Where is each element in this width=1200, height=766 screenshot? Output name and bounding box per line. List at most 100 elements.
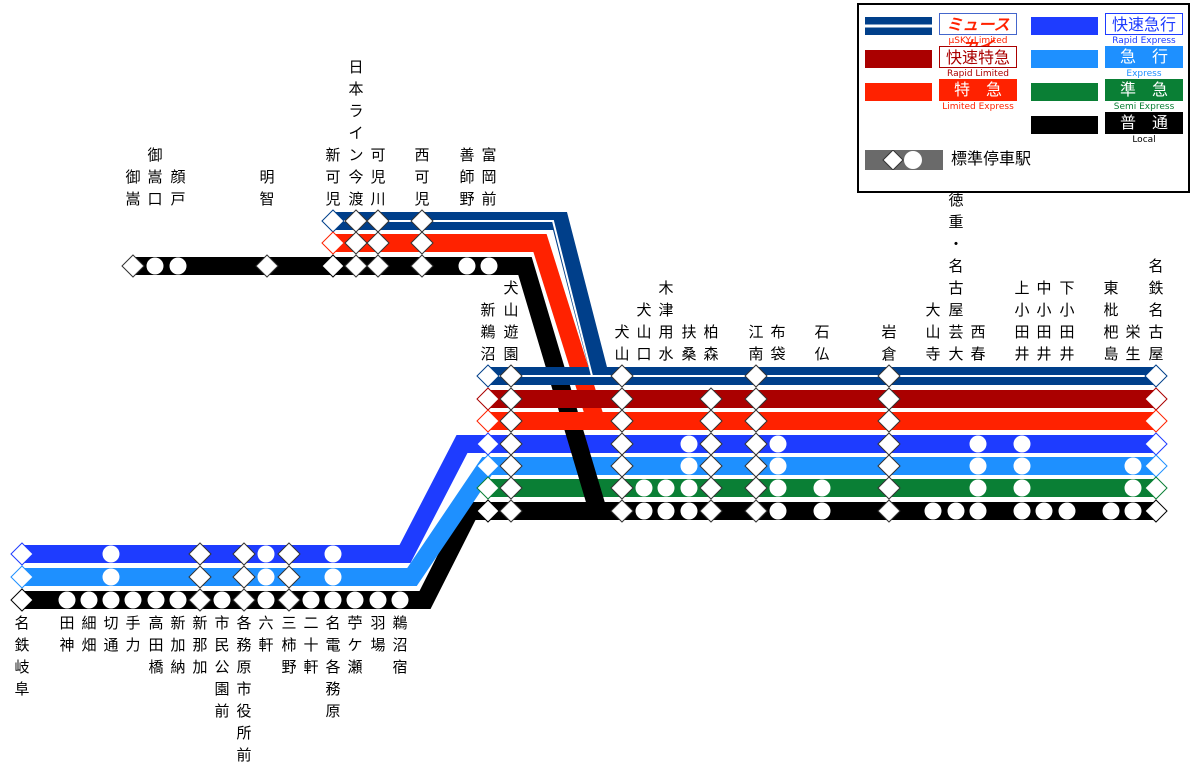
station-label: 新 加 納: [170, 614, 186, 676]
route-lines: [22, 212, 1156, 609]
stop-diamond-icon: [232, 542, 256, 566]
stop-circle-icon: [1102, 502, 1120, 520]
station-label: 御 嵩: [125, 168, 141, 208]
station-label: 石 仏: [814, 323, 830, 363]
stop-diamond-icon: [277, 588, 301, 612]
station-label: 西 春: [970, 323, 986, 363]
station-label: 扶 桑: [681, 323, 697, 363]
station-label: 名 鉄 名 古 屋: [1148, 257, 1164, 363]
semi-express-subtitle: Semi Express: [1113, 102, 1175, 112]
stop-diamond-icon: [476, 476, 500, 500]
stop-circle-icon: [458, 257, 476, 275]
stop-diamond-icon: [188, 565, 212, 589]
stop-diamond-icon: [699, 476, 723, 500]
stop-circle-icon: [102, 591, 120, 609]
stop-circle-icon: [1124, 479, 1142, 497]
station-label: 二 十 軒: [303, 614, 319, 676]
stop-diamond-icon: [344, 254, 368, 278]
station-label: 市 民 公 園 前: [214, 614, 230, 720]
stop-diamond-icon: [232, 565, 256, 589]
station-label: 犬 山: [614, 323, 630, 363]
stop-circle-icon: [635, 479, 653, 497]
station-label: 三 柿 野: [281, 614, 297, 676]
station-label: 苧 ケ 瀬: [347, 614, 363, 676]
circle-stop-icon: [904, 151, 922, 169]
station-label: 柏 森: [703, 323, 719, 363]
stop-circle-icon: [257, 545, 275, 563]
stop-diamond-icon: [188, 588, 212, 612]
stop-circle-icon: [146, 257, 164, 275]
stop-circle-icon: [769, 457, 787, 475]
stop-diamond-icon: [321, 254, 345, 278]
stop-diamond-icon: [1144, 409, 1168, 433]
stop-circle-icon: [680, 457, 698, 475]
stop-circle-icon: [969, 435, 987, 453]
rapid-express-swatch: [1031, 17, 1098, 35]
station-label: 細 畑: [81, 614, 97, 654]
stop-diamond-icon: [476, 409, 500, 433]
stop-circle-icon: [324, 568, 342, 586]
stop-circle-icon: [769, 502, 787, 520]
semi-express-badge: 準 急: [1105, 79, 1183, 101]
station-label: 顔 戸: [170, 168, 186, 208]
stop-circle-icon: [324, 545, 342, 563]
station-label: 可 児 川: [370, 146, 386, 208]
station-label: 切 通: [103, 614, 119, 654]
station-label: 東 枇 杷 島: [1103, 279, 1119, 363]
stop-circle-icon: [680, 479, 698, 497]
station-label: 各 務 原 市 役 所 前: [236, 614, 252, 764]
station-label: 手 力: [125, 614, 141, 654]
station-label: 御 嵩 口: [147, 146, 163, 208]
station-label: 富 岡 前: [481, 146, 497, 208]
station-label: 岩 倉: [881, 323, 897, 363]
station-label: 明 智: [259, 168, 275, 208]
diamond-stop-icon: [882, 150, 904, 170]
stop-circle-icon: [969, 502, 987, 520]
stop-circle-icon: [680, 502, 698, 520]
stop-diamond-icon: [610, 409, 634, 433]
stop-circle-icon: [302, 591, 320, 609]
stop-circle-icon: [969, 457, 987, 475]
express-subtitle: Express: [1126, 69, 1162, 79]
stop-circle-icon: [124, 591, 142, 609]
stop-circle-icon: [969, 479, 987, 497]
legend: ミュースカイμSKY Limited Express快速特急Rapid Limi…: [857, 3, 1190, 193]
stop-diamond-icon: [744, 409, 768, 433]
stop-diamond-icon: [499, 499, 523, 523]
station-label: 羽 場: [370, 614, 386, 654]
stop-circle-icon: [102, 568, 120, 586]
stop-diamond-icon: [410, 231, 434, 255]
stop-circle-icon: [257, 591, 275, 609]
stop-diamond-icon: [321, 231, 345, 255]
stop-diamond-icon: [499, 364, 523, 388]
stop-diamond-icon: [10, 588, 34, 612]
stop-circle-icon: [769, 479, 787, 497]
semi-express-swatch: [1031, 83, 1098, 101]
station-label: 新 鵜 沼: [480, 301, 496, 363]
stop-diamond-icon: [699, 409, 723, 433]
stop-circle-icon: [257, 568, 275, 586]
stop-circle-icon: [80, 591, 98, 609]
station-label: 江 南: [748, 323, 764, 363]
stop-diamond-icon: [277, 565, 301, 589]
stop-circle-icon: [680, 435, 698, 453]
stop-diamond-icon: [366, 231, 390, 255]
stop-diamond-icon: [877, 476, 901, 500]
stop-diamond-icon: [877, 409, 901, 433]
stop-circle-icon: [169, 257, 187, 275]
stop-circle-icon: [480, 257, 498, 275]
stop-diamond-icon: [476, 499, 500, 523]
station-label: 名 鉄 岐 阜: [14, 614, 30, 698]
stop-diamond-icon: [744, 476, 768, 500]
station-label: 西 可 児: [414, 146, 430, 208]
local-subtitle: Local: [1132, 135, 1156, 145]
stop-diamond-icon: [1144, 499, 1168, 523]
station-label: 上 小 田 井: [1014, 279, 1030, 363]
stop-diamond-icon: [121, 254, 145, 278]
stop-circle-icon: [369, 591, 387, 609]
stop-diamond-icon: [410, 254, 434, 278]
station-label: 六 軒: [258, 614, 274, 654]
stop-circle-icon: [1013, 435, 1031, 453]
limited-swatch: [865, 83, 932, 101]
station-label: 中 小 田 井: [1036, 279, 1052, 363]
